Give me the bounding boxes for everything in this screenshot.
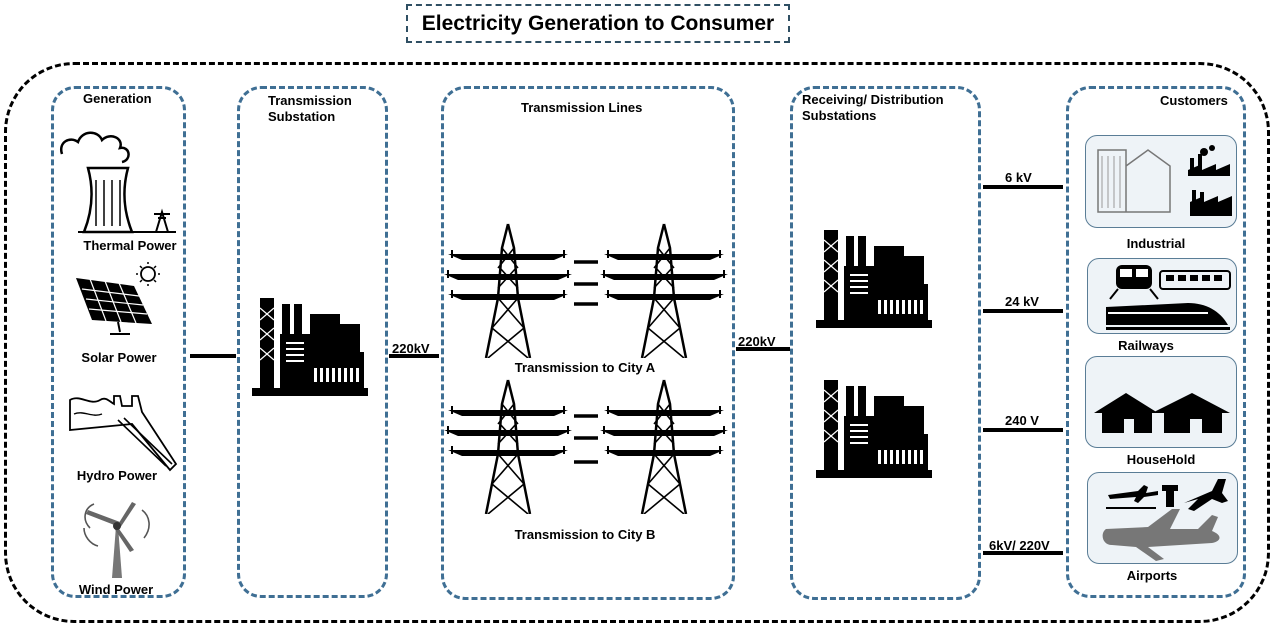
transmission-substation-label: Transmission Substation: [268, 93, 352, 124]
customers-section: [1066, 86, 1246, 598]
solar-power-icon: [76, 262, 160, 335]
transmission-towers-city-a: [442, 222, 730, 358]
connector-line: [190, 354, 236, 358]
thermal-power-icon: [59, 131, 176, 234]
substation-factory-icon: [252, 298, 368, 396]
industrial-icon: [1097, 145, 1232, 216]
receiving-section: [790, 86, 981, 600]
receiving-substation-icon: [816, 380, 932, 478]
wind-power-icon: [83, 502, 150, 578]
connector-line: [983, 551, 1063, 555]
customers-label: Customers: [1160, 93, 1228, 108]
generation-item-label: Hydro Power: [76, 468, 158, 483]
connector-line: [983, 185, 1063, 189]
generation-section: [51, 86, 186, 598]
airports-icon: [1102, 479, 1228, 561]
railways-icon: [1106, 265, 1231, 330]
generation-item-label: Wind Power: [78, 582, 154, 597]
transmission-lines-label: Transmission Lines: [521, 100, 643, 115]
customer-label: Industrial: [1126, 236, 1186, 251]
transmission-towers-city-b: [442, 378, 730, 514]
industrial-box: [1085, 135, 1237, 228]
connector-line: [983, 428, 1063, 432]
transmission-substation-section: [237, 86, 388, 598]
connector-line: [983, 309, 1063, 313]
household-box: [1085, 356, 1237, 448]
customer-label: HouseHold: [1126, 452, 1196, 467]
hydro-power-icon: [69, 395, 178, 472]
generation-label: Generation: [83, 91, 152, 106]
airports-box: [1087, 472, 1238, 564]
voltage-label: 24 kV: [1005, 294, 1039, 309]
connector-line: [389, 354, 439, 358]
generation-item-label: Solar Power: [81, 350, 157, 365]
customer-label: Railways: [1118, 338, 1174, 353]
receiving-substation-icon: [816, 230, 932, 328]
diagram-title: Electricity Generation to Consumer: [406, 4, 790, 43]
voltage-label: 240 V: [1005, 413, 1039, 428]
voltage-label: 6kV/ 220V: [989, 538, 1050, 553]
transmission-lines-section: [441, 86, 735, 600]
city-a-label: Transmission to City A: [514, 360, 656, 375]
city-b-label: Transmission to City B: [514, 527, 656, 542]
receiving-label: Receiving/ Distribution Substations: [802, 92, 944, 123]
household-icon: [1094, 393, 1230, 433]
connector-line: [736, 347, 790, 351]
voltage-label: 6 kV: [1005, 170, 1032, 185]
customer-label: Airports: [1126, 568, 1178, 583]
generation-item-label: Thermal Power: [83, 238, 177, 253]
railways-box: [1087, 258, 1237, 334]
voltage-label: 220kV: [392, 341, 430, 356]
outer-frame: [4, 62, 1270, 623]
voltage-label: 220kV: [738, 334, 776, 349]
